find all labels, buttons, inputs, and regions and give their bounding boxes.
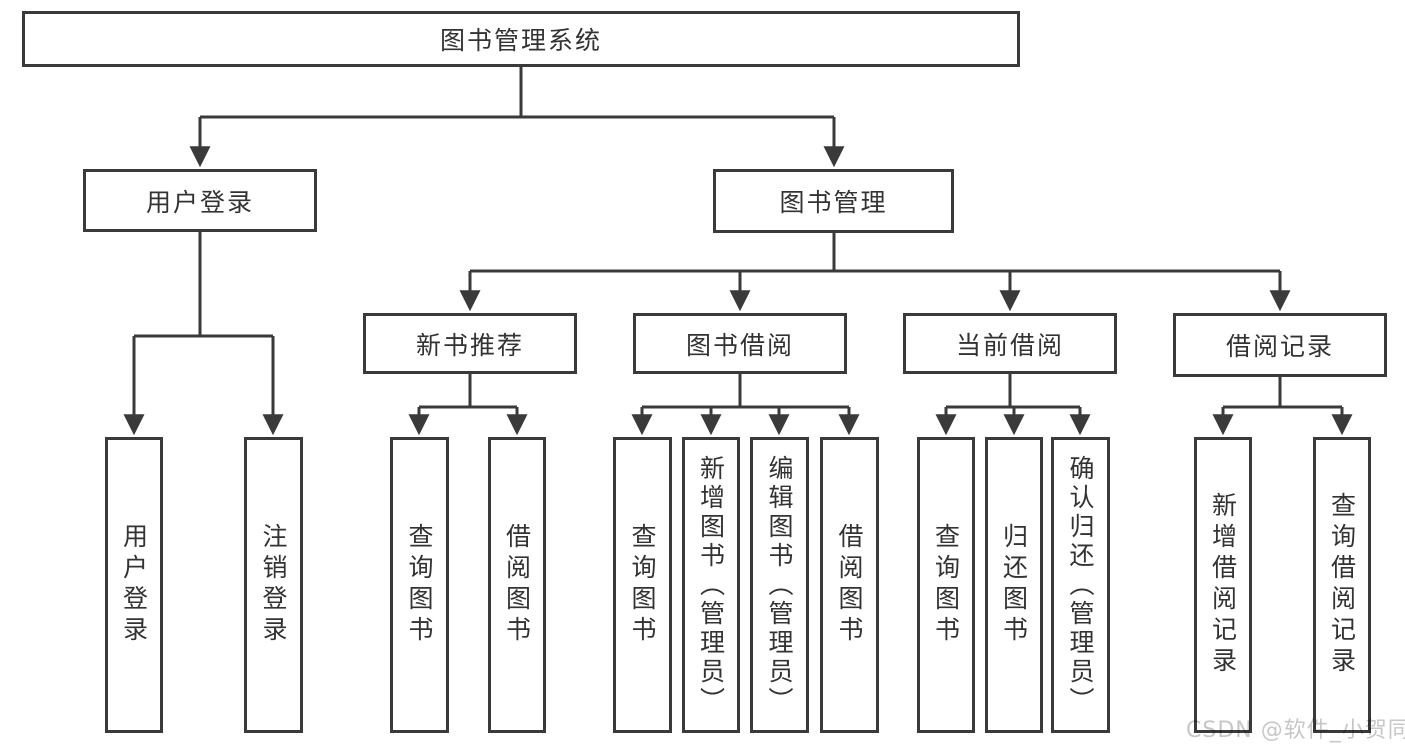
- node-root-system: 图书管理系统: [22, 11, 1020, 67]
- leaf-label: 编辑图书（管理员）: [765, 454, 794, 716]
- leaf-label: 借阅图书: [835, 523, 864, 647]
- leaf-logout: 注销登录: [244, 437, 303, 733]
- leaf-label: 注销登录: [259, 523, 288, 647]
- leaf-label: 用户登录: [119, 523, 149, 647]
- leaf-borrow-books: 借阅图书: [820, 437, 879, 733]
- leaf-add-books-admin: 新增图书（管理员）: [682, 437, 740, 733]
- node-book-management: 图书管理: [713, 169, 954, 233]
- leaf-query-books: 查询图书: [917, 437, 975, 733]
- leaf-edit-books-admin: 编辑图书（管理员）: [750, 437, 809, 733]
- leaf-query-books: 查询图书: [390, 437, 449, 733]
- leaf-add-borrow-record: 新增借阅记录: [1194, 437, 1252, 733]
- leaf-query-books: 查询图书: [613, 437, 672, 733]
- leaf-borrow-books: 借阅图书: [488, 437, 546, 733]
- node-new-book-recommendation: 新书推荐: [363, 313, 577, 374]
- leaf-query-borrow-record: 查询借阅记录: [1313, 437, 1371, 733]
- node-borrowing-records: 借阅记录: [1173, 313, 1387, 377]
- node-current-borrowing: 当前借阅: [903, 313, 1117, 374]
- leaf-label: 查询图书: [405, 523, 434, 647]
- leaf-user-login: 用户登录: [105, 437, 163, 733]
- leaf-label: 借阅图书: [502, 523, 532, 647]
- leaf-label: 查询图书: [931, 523, 961, 647]
- leaf-return-books: 归还图书: [985, 437, 1043, 733]
- leaf-label: 确认归还（管理员）: [1066, 454, 1095, 716]
- leaf-label: 新增图书（管理员）: [696, 454, 726, 716]
- leaf-label: 查询图书: [628, 523, 657, 647]
- leaf-label: 新增借阅记录: [1208, 492, 1238, 678]
- leaf-label: 查询借阅记录: [1327, 492, 1357, 678]
- csdn-watermark: CSDN @软件_小贺同学: [1186, 718, 1405, 743]
- node-user-login: 用户登录: [83, 169, 317, 232]
- leaf-confirm-return-admin: 确认归还（管理员）: [1051, 437, 1110, 733]
- node-book-borrowing: 图书借阅: [633, 313, 847, 374]
- leaf-label: 归还图书: [999, 523, 1029, 647]
